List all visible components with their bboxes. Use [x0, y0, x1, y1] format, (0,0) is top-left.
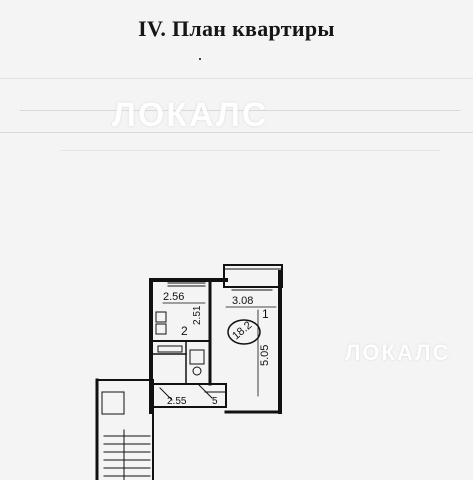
kitchen-number-label: 2	[181, 324, 188, 338]
faint-line	[0, 78, 473, 79]
speck	[199, 58, 201, 60]
faint-line	[0, 132, 473, 133]
faint-line	[20, 110, 460, 111]
kitchen-depth-label: 2.51	[192, 305, 203, 325]
room-number-label: 1	[262, 307, 269, 321]
room-width-label: 3.08	[232, 295, 253, 307]
watermark: ЛОКАЛС	[112, 96, 269, 134]
hall-width-label: 2.55	[167, 396, 187, 407]
kitchen-width-label: 2.56	[163, 291, 184, 303]
page-title: IV. План квартиры	[138, 16, 335, 41]
watermark: ЛОКАЛС	[345, 340, 451, 365]
faint-line	[60, 150, 440, 151]
room-depth-label: 5.05	[259, 345, 271, 366]
small-mark-label: 5	[212, 396, 218, 407]
